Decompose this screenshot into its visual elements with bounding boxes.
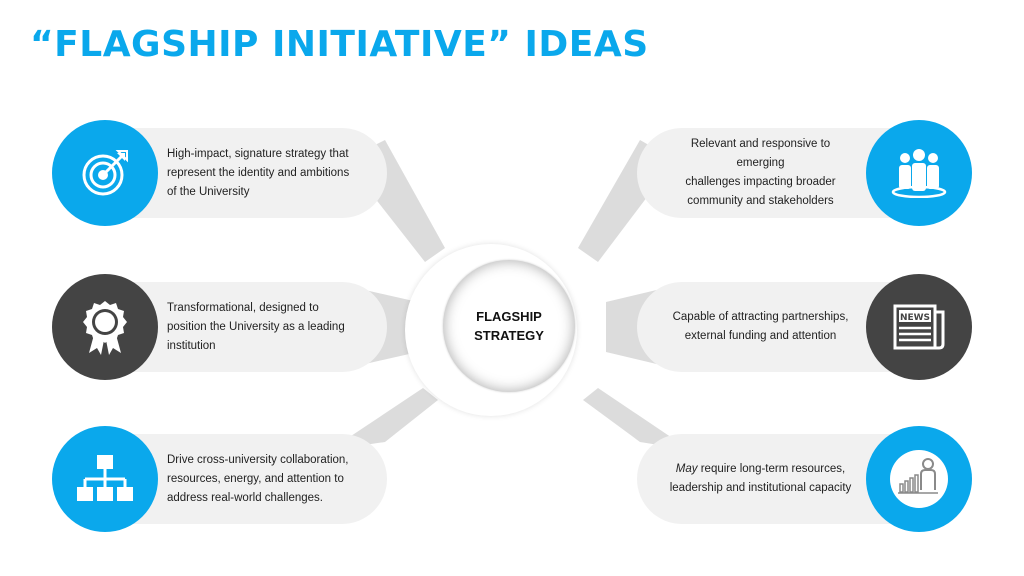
left-item-1-text: High-impact, signature strategy that rep… — [167, 147, 350, 198]
ray-bottom-right — [583, 388, 690, 450]
community-icon — [891, 149, 947, 198]
community-icon-circle — [866, 120, 972, 226]
svg-text:NEWS: NEWS — [900, 313, 930, 323]
ray-bottom-left — [330, 388, 438, 450]
hierarchy-icon — [77, 455, 133, 501]
hierarchy-icon-circle — [52, 426, 158, 532]
hub-center: FLAGSHIP STRATEGY — [443, 260, 575, 392]
page-title: “FLAGSHIP INITIATIVE” IDEAS — [30, 24, 649, 65]
hub-label-line2: STRATEGY — [474, 328, 544, 343]
target-icon-circle — [52, 120, 158, 226]
right-item-3-text: May require long-term resources, leaders… — [669, 463, 852, 494]
left-item-3-text: Drive cross-university collaboration, re… — [167, 453, 349, 504]
right-item-1-text: Relevant and responsive to emerging chal… — [685, 138, 836, 207]
hub-label-line1: FLAGSHIP — [476, 309, 542, 324]
newspaper-icon: NEWS — [893, 304, 945, 350]
right-item-2-text: Capable of attracting partnerships, exte… — [672, 311, 849, 342]
award-ribbon-icon — [83, 301, 127, 355]
left-item-2-text: Transformational, designed to position t… — [167, 301, 345, 352]
growth-person-icon — [890, 450, 948, 508]
growth-icon-circle — [866, 426, 972, 532]
newspaper-icon-circle: NEWS — [866, 274, 972, 380]
award-icon-circle — [52, 274, 158, 380]
target-icon — [82, 150, 128, 196]
